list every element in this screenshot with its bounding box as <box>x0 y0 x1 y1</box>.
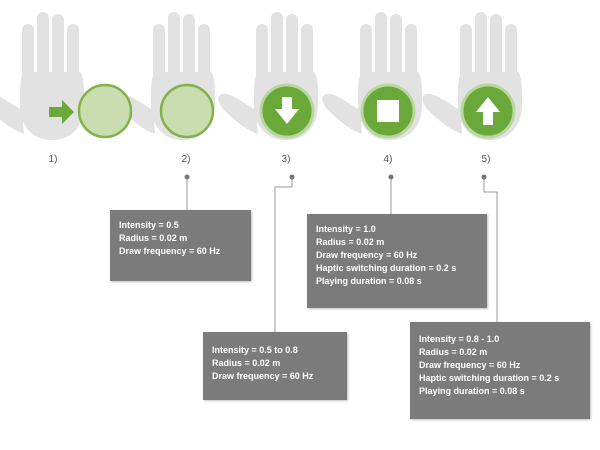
arrow-right-icon <box>49 100 74 124</box>
haptic-circle-1 <box>77 83 133 139</box>
haptic-circle-3 <box>259 83 315 139</box>
info-line: Radius = 0.02 m <box>316 237 385 247</box>
info-line: Intensity = 0.5 <box>119 220 179 230</box>
hand-1 <box>0 12 84 140</box>
step-label-2: 2) <box>181 154 191 165</box>
step-label-1: 1) <box>48 154 58 165</box>
info-line: Intensity = 1.0 <box>316 224 376 234</box>
info-line: Playing duration = 0.08 s <box>316 276 422 286</box>
info-box-step3: Intensity = 0.5 to 0.8 Radius = 0.02 m D… <box>203 332 347 400</box>
info-box-step4: Intensity = 1.0 Radius = 0.02 m Draw fre… <box>307 214 487 308</box>
arrow-down-icon <box>275 97 299 124</box>
info-box-step2: Intensity = 0.5 Radius = 0.02 m Draw fre… <box>110 210 251 281</box>
info-line: Draw frequency = 60 Hz <box>316 250 418 260</box>
step-label-3: 3) <box>281 154 291 165</box>
info-line: Haptic switching duration = 0.2 s <box>419 373 560 383</box>
info-line: Radius = 0.02 m <box>212 358 281 368</box>
info-line: Radius = 0.02 m <box>119 233 188 243</box>
info-line: Radius = 0.02 m <box>419 347 488 357</box>
info-line: Draw frequency = 60 Hz <box>212 371 314 381</box>
haptic-circle-5 <box>460 83 516 139</box>
haptic-circle-4 <box>360 83 416 139</box>
connector-step3 <box>274 174 295 332</box>
connector-step2 <box>184 174 190 210</box>
info-line: Playing duration = 0.08 s <box>419 386 525 396</box>
stop-square-icon <box>377 100 399 122</box>
info-box-step5: Intensity = 0.8 - 1.0 Radius = 0.02 m Dr… <box>410 322 590 419</box>
info-line: Intensity = 0.8 - 1.0 <box>419 334 500 344</box>
info-line: Draw frequency = 60 Hz <box>119 246 221 256</box>
arrow-up-icon <box>476 97 500 125</box>
connector-step4 <box>388 174 394 214</box>
step-label-4: 4) <box>383 154 393 165</box>
info-line: Draw frequency = 60 Hz <box>419 360 521 370</box>
info-line: Intensity = 0.5 to 0.8 <box>212 345 298 355</box>
step-label-5: 5) <box>481 154 491 165</box>
info-line: Haptic switching duration = 0.2 s <box>316 263 457 273</box>
connector-step5 <box>481 174 498 322</box>
haptic-circle-2 <box>159 83 215 139</box>
